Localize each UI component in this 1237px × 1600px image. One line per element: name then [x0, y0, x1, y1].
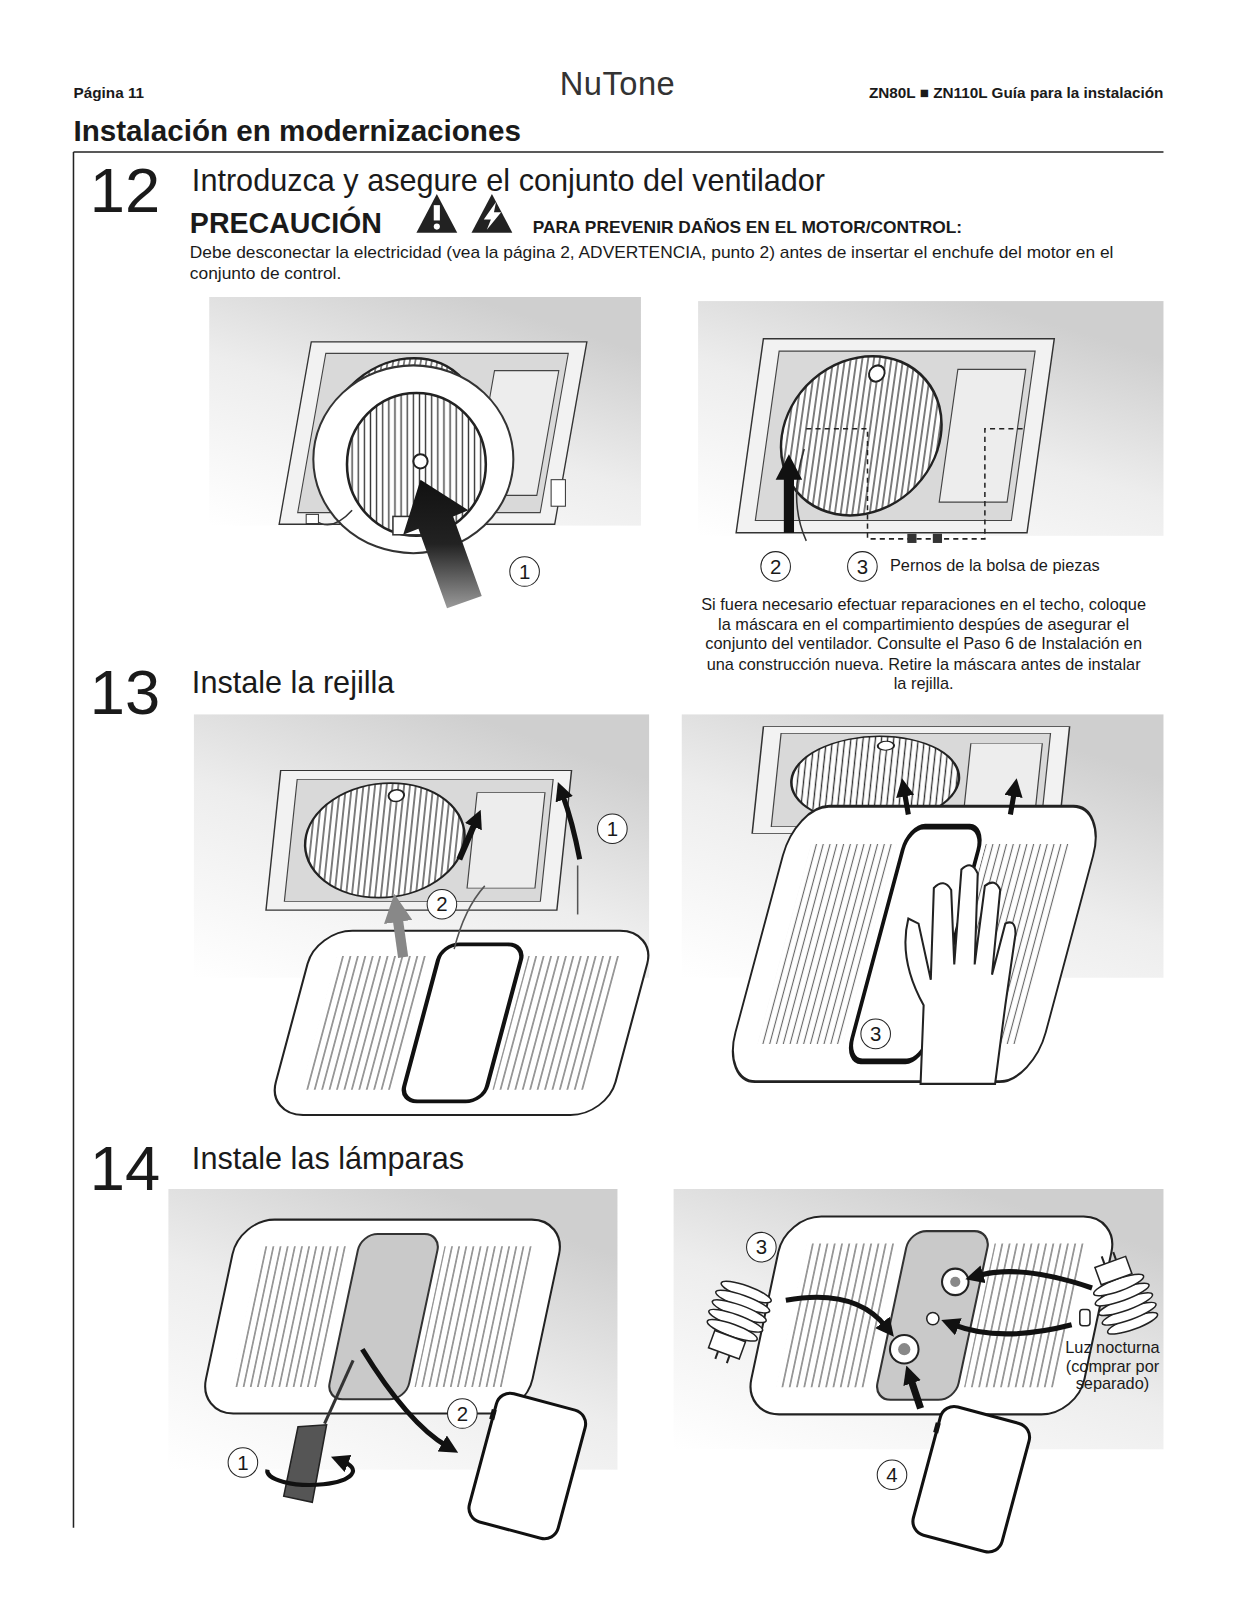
lens-removal-step14a: [284, 1425, 327, 1503]
fan-housing-step12b: [736, 339, 1054, 543]
step-number: 12: [90, 159, 160, 222]
lamp-install-step14b: [1081, 1245, 1162, 1339]
grille-step13a: [577, 865, 579, 914]
callout-number: 1: [509, 556, 540, 587]
callout-number: 3: [847, 551, 878, 582]
grille-step13b: [1010, 791, 1014, 814]
grille-step13a: [397, 913, 403, 957]
insert-arrow: [403, 480, 482, 609]
warning-icon: [416, 194, 512, 233]
lens-removal-step14a: [463, 1389, 589, 1542]
lamp-install-step14b: [890, 1335, 919, 1364]
model-header: ZN80L ■ ZN110L Guía para la instalación: [869, 84, 1164, 102]
page-number: Página 11: [73, 84, 144, 102]
callout-number: 2: [447, 1398, 478, 1429]
warning-icon: [434, 205, 440, 220]
step-heading: Instale las lámparas: [192, 1141, 464, 1176]
frame-line: [73, 152, 75, 1528]
step-heading: Instale la rejilla: [192, 665, 395, 700]
frame-line: [73, 151, 1163, 153]
lamp-install-step14b: [874, 1231, 991, 1400]
callout-number: 4: [877, 1459, 908, 1490]
warning-icon: [434, 224, 440, 230]
callout-number: 2: [760, 551, 791, 582]
lens-removal-step14a: [267, 1461, 353, 1484]
fan-housing-step12b: [806, 429, 1025, 539]
grille-step13a: [454, 886, 485, 949]
caution-subheading: PARA PREVENIR DAÑOS EN EL MOTOR/CONTROL:: [533, 217, 962, 237]
lens-removal-step14a: [466, 1390, 589, 1542]
step-number: 14: [90, 1137, 160, 1200]
installation-note: Si fuera necesario efectuar reparaciones…: [699, 595, 1148, 693]
insert-arrow: [403, 480, 482, 609]
lamp-install-step14b: [927, 1312, 939, 1324]
lens-removal-step14a: [199, 1220, 589, 1542]
fan-housing-step12b: [933, 534, 942, 543]
grille-step13a: [266, 771, 572, 911]
lamp-install-step14b: [950, 1277, 960, 1287]
fan-housing-step12a: [315, 510, 352, 525]
step-heading: Introduzca y asegure el conjunto del ven…: [192, 163, 825, 198]
warning-icon: [484, 202, 501, 230]
lamp-install-step14b: [942, 1269, 969, 1296]
warning-icon: [416, 194, 457, 233]
lamp-install-step14b: [978, 1272, 1092, 1288]
callout-number: 1: [597, 813, 628, 844]
grille-step13a: [400, 944, 525, 1101]
callout-number: 3: [746, 1232, 777, 1263]
lens-removal-step14a: [362, 1349, 447, 1446]
grille-step13b: [905, 865, 1015, 1084]
lamp-install-step14b: [898, 1343, 910, 1355]
frame-line: [73, 152, 1163, 1528]
brand-logo: NuTone: [505, 65, 730, 103]
illustration-panel: [168, 297, 1163, 1470]
illustration-panel: [674, 1189, 1164, 1449]
lamp-install-step14b: [786, 1297, 886, 1326]
step-number: 13: [90, 661, 160, 724]
callout-number: 1: [228, 1447, 259, 1478]
grille-step13b: [904, 791, 908, 814]
lamp-install-step14b: [910, 1378, 920, 1409]
lamp-install-step14b: [1080, 1309, 1090, 1325]
fan-housing-step12a: [413, 454, 427, 468]
grille-step13b: [722, 727, 1106, 1084]
lens-removal-step14a: [326, 1234, 441, 1399]
grille-step13a: [562, 794, 579, 859]
lens-removal-step14a: [199, 1220, 567, 1414]
fan-housing-step12b: [797, 449, 807, 541]
warning-icon: [472, 194, 513, 233]
fan-housing-step12a: [551, 480, 565, 507]
lens-removal-step14a: [325, 1360, 354, 1423]
night-light-label: Luz nocturna (comprar por separado): [1053, 1339, 1171, 1393]
lamp-install-step14b: [910, 1403, 1033, 1555]
lamp-install-step14b: [1080, 1309, 1090, 1325]
caution-text: Debe desconectar la electricidad (vea la…: [190, 243, 1160, 283]
lamp-install-step14b: [744, 1217, 1119, 1415]
parts-note: Pernos de la bolsa de piezas: [890, 556, 1100, 575]
caution-heading: PRECAUCIÓN: [190, 207, 382, 240]
grille-step13a: [266, 771, 656, 1115]
grille-step13a: [267, 931, 656, 1115]
grille-step13a: [459, 822, 475, 860]
page-title: Instalación en modernizaciones: [73, 114, 520, 148]
fan-housing-step12a: [306, 514, 318, 523]
fan-housing-step12b: [776, 454, 803, 533]
lamp-install-step14b: [933, 1422, 941, 1433]
callout-number: 3: [860, 1019, 891, 1050]
lens-removal-step14a: [489, 1409, 497, 1420]
callout-number: 2: [427, 889, 458, 920]
fan-housing-step12b: [907, 534, 916, 543]
lamp-install-step14b: [694, 1276, 775, 1370]
illustration-panel: [698, 301, 1163, 536]
lamp-install-step14b: [907, 1403, 1033, 1556]
fan-housing-step12b: [736, 339, 1054, 533]
lamp-install-step14b: [953, 1325, 1071, 1334]
